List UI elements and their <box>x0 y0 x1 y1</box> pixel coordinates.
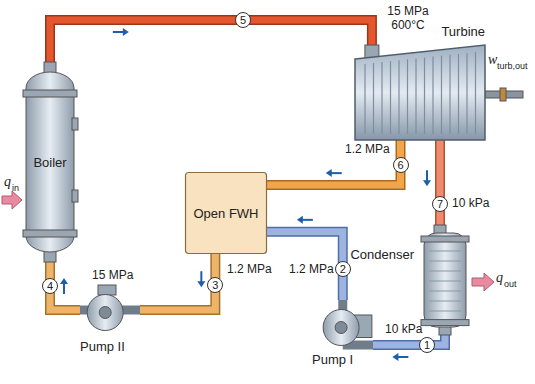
pipe-fill <box>50 20 372 62</box>
state-number: 3 <box>207 277 223 293</box>
pump: Pump II <box>80 285 140 335</box>
state-number: 6 <box>393 157 409 173</box>
state-conditions: 15 MPa 600°C <box>382 4 434 32</box>
pressure-label: 1.2 MPa <box>289 262 334 276</box>
condenser-outline <box>420 225 470 335</box>
heat-symbol: q <box>4 174 11 190</box>
turbine-shaft <box>485 88 523 101</box>
flow-arrowhead <box>392 353 398 361</box>
condenser: Condenser <box>420 225 470 335</box>
boiler-vessel: Boiler <box>22 62 78 262</box>
component-label: Open FWH <box>193 206 258 221</box>
flow-arrowhead <box>60 278 68 284</box>
pump-outline <box>318 300 373 350</box>
component-name: Pump II <box>80 339 125 354</box>
pressure-label: 10 kPa <box>385 322 422 336</box>
flow-arrowhead <box>423 180 431 186</box>
pump: Pump I <box>318 300 373 350</box>
state-number: 1 <box>419 337 435 353</box>
component-name: Condenser <box>350 247 414 262</box>
pipe-wall <box>50 20 372 62</box>
state-number: 2 <box>335 261 351 277</box>
pipe <box>373 335 445 361</box>
pipe-wall <box>140 254 215 310</box>
pipe-fill <box>267 232 343 300</box>
pump-outline <box>80 285 140 335</box>
work-subscript: turb,out <box>497 61 528 72</box>
turbine-outline <box>355 45 485 140</box>
pipe <box>267 140 401 185</box>
state-number: 7 <box>432 196 448 212</box>
pipe <box>50 20 372 62</box>
heat-symbol: q <box>496 270 503 286</box>
flow-arrowhead <box>197 281 205 287</box>
pressure-label: 10 kPa <box>452 196 489 210</box>
heat-subscript: out <box>504 279 517 290</box>
pipe-fill <box>437 140 444 225</box>
pressure-label: 1.2 MPa <box>227 262 272 276</box>
component-name: Pump I <box>312 352 353 367</box>
flow-arrowhead <box>123 28 129 36</box>
flow-arrowhead <box>326 169 332 177</box>
feedwater-heater-box: Open FWH <box>185 172 267 254</box>
state-number: 4 <box>42 278 58 294</box>
component-name: Turbine <box>441 24 485 39</box>
pipe-fill <box>140 254 215 310</box>
pressure-label: 1.2 MPa <box>345 142 390 156</box>
work-symbol: w <box>488 52 497 68</box>
heat-subscript: in <box>12 183 19 194</box>
pipe <box>267 216 343 300</box>
state-number: 5 <box>235 12 251 28</box>
flow-arrowhead <box>297 216 303 224</box>
heat-out-arrow <box>472 273 494 291</box>
heat-in-arrow <box>2 191 22 209</box>
pipe-fill <box>267 140 401 185</box>
pipe-wall <box>267 140 401 185</box>
pipe <box>423 140 440 225</box>
pipe <box>140 254 215 310</box>
component-label: Boiler <box>33 155 66 170</box>
pressure-label: 15 MPa <box>92 268 133 282</box>
pipe-wall <box>267 232 343 300</box>
turbine: Turbine <box>355 45 485 140</box>
pipe-wall <box>435 140 445 225</box>
